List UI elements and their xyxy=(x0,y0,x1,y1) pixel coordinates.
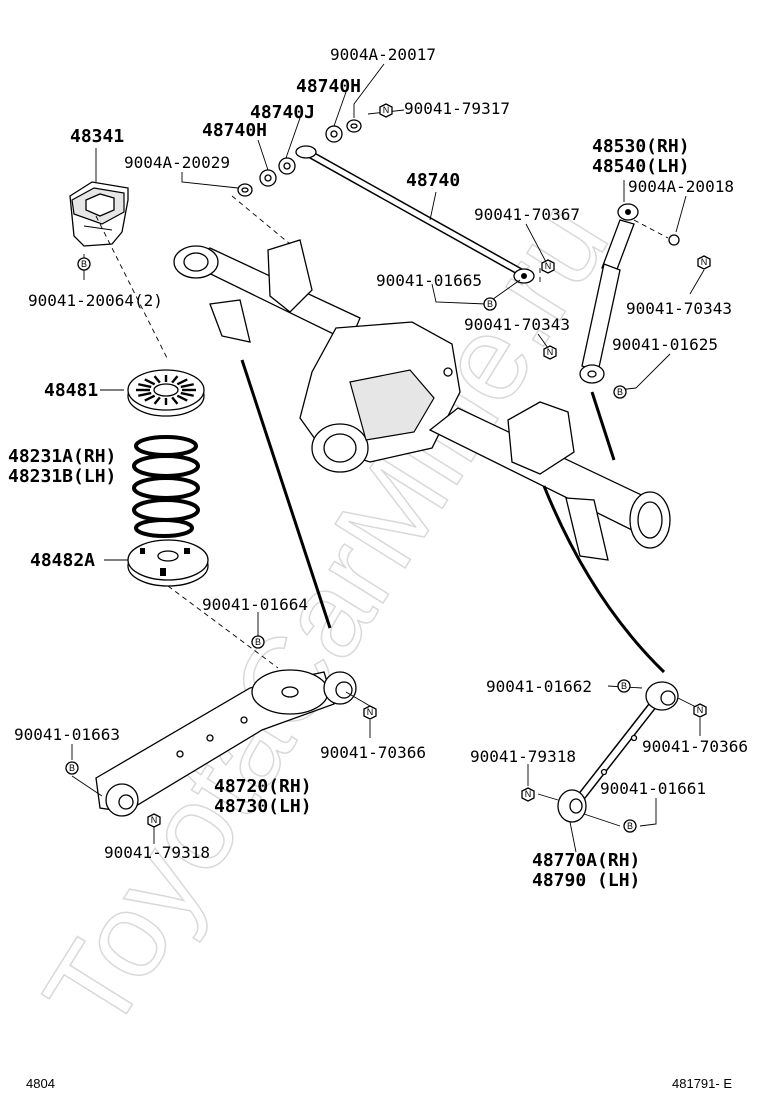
upper-control-arm-drawing xyxy=(557,681,679,823)
footer-page-code: 4804 xyxy=(26,1076,55,1091)
callout-48770a: 48770A(RH) xyxy=(532,850,640,871)
bolt-symbol-6: B xyxy=(617,679,631,693)
callout-90041-70366-right: 90041-70366 xyxy=(642,737,748,756)
seat-rib xyxy=(138,391,152,397)
seat-rib xyxy=(153,396,161,405)
leader-lines xyxy=(71,63,705,853)
callout-48341: 48341 xyxy=(70,126,124,147)
callout-90041-79317: 90041-79317 xyxy=(404,99,510,118)
nut-symbol-1: N xyxy=(379,103,393,118)
svg-text:N: N xyxy=(525,789,532,799)
callout-90041-70343-right: 90041-70343 xyxy=(626,299,732,318)
svg-text:B: B xyxy=(487,299,493,309)
callout-90041-79318-left: 90041-79318 xyxy=(104,843,210,862)
callout-48231a: 48231A(RH) xyxy=(8,446,116,467)
callout-48540: 48540(LH) xyxy=(592,156,690,177)
svg-text:B: B xyxy=(69,763,75,773)
nut-symbol-7: N xyxy=(147,813,161,828)
callout-90041-20064: 90041-20064(2) xyxy=(28,291,163,310)
nut-symbol-3: N xyxy=(697,255,711,270)
nut-symbol-4: N xyxy=(543,345,557,360)
footer-figure-code: 481791- E xyxy=(672,1076,732,1091)
callout-48730: 48730(LH) xyxy=(214,796,312,817)
lateral-rod-drawing xyxy=(295,145,535,284)
seat-rib xyxy=(171,375,179,384)
svg-text:B: B xyxy=(81,259,87,269)
callout-48790: 48790 (LH) xyxy=(532,870,640,891)
bolt-symbol-5: B xyxy=(65,761,79,775)
bolt-symbol-2: B xyxy=(483,297,497,311)
svg-text:N: N xyxy=(151,815,158,825)
callout-48482a: 48482A xyxy=(30,550,95,571)
callout-9004a-20018: 9004A-20018 xyxy=(628,177,734,196)
svg-text:N: N xyxy=(701,257,708,267)
callout-90041-01661: 90041-01661 xyxy=(600,779,706,798)
seat-rib xyxy=(180,383,194,389)
callout-90041-79318-right: 90041-79318 xyxy=(470,747,576,766)
callout-90041-70367: 90041-70367 xyxy=(474,205,580,224)
seat-rib xyxy=(138,383,152,389)
svg-text:B: B xyxy=(627,821,633,831)
nut-symbol-2: N xyxy=(541,259,555,274)
coil-spring-drawing xyxy=(132,435,200,538)
seat-rib xyxy=(180,391,194,397)
lower-control-arm-drawing xyxy=(95,669,357,817)
callout-48231b: 48231B(LH) xyxy=(8,466,116,487)
bolt-symbol-4: B xyxy=(251,635,265,649)
svg-text:B: B xyxy=(255,637,261,647)
seat-rib xyxy=(144,394,156,402)
seat-rib xyxy=(144,378,156,386)
svg-text:N: N xyxy=(383,105,390,115)
nut-symbol-5: N xyxy=(363,705,377,720)
svg-text:B: B xyxy=(617,387,623,397)
callout-48530: 48530(RH) xyxy=(592,136,690,157)
svg-text:N: N xyxy=(367,707,374,717)
svg-text:B: B xyxy=(621,681,627,691)
guide-lines xyxy=(95,195,669,674)
shock-absorber-drawing xyxy=(579,203,680,384)
callout-90041-70366-mid: 90041-70366 xyxy=(320,743,426,762)
callout-90041-01663: 90041-01663 xyxy=(14,725,120,744)
spring-seat-lower-drawing xyxy=(127,539,209,587)
bolt-symbol-1: B xyxy=(77,257,91,271)
callout-90041-01665: 90041-01665 xyxy=(376,271,482,290)
callout-48740h-mid: 48740H xyxy=(202,120,267,141)
seat-rib xyxy=(176,378,188,386)
bolt-symbol-3: B xyxy=(613,385,627,399)
callout-48481: 48481 xyxy=(44,380,98,401)
svg-text:N: N xyxy=(547,347,554,357)
rod-bushings-drawing xyxy=(237,119,362,197)
callout-48720: 48720(RH) xyxy=(214,776,312,797)
callout-48740h-top: 48740H xyxy=(296,76,361,97)
callout-90041-70343-mid: 90041-70343 xyxy=(464,315,570,334)
callout-90041-01662: 90041-01662 xyxy=(486,677,592,696)
callout-90041-01664: 90041-01664 xyxy=(202,595,308,614)
callout-90041-01625: 90041-01625 xyxy=(612,335,718,354)
nut-symbol-6: N xyxy=(693,703,707,718)
svg-text:N: N xyxy=(545,261,552,271)
callout-9004a-20017: 9004A-20017 xyxy=(330,45,436,64)
nut-symbol-8: N xyxy=(521,787,535,802)
callout-9004a-20029: 9004A-20029 xyxy=(124,153,230,172)
bolt-symbol-7: B xyxy=(623,819,637,833)
callout-48740j: 48740J xyxy=(250,102,315,123)
callout-48740: 48740 xyxy=(406,170,460,191)
axle-housing-drawing xyxy=(173,239,671,561)
seat-rib xyxy=(171,396,179,405)
svg-text:N: N xyxy=(697,705,704,715)
bump-stopper-drawing xyxy=(69,181,129,247)
seat-rib xyxy=(153,375,161,384)
seat-rib xyxy=(176,394,188,402)
spring-seat-upper-drawing xyxy=(127,369,205,417)
